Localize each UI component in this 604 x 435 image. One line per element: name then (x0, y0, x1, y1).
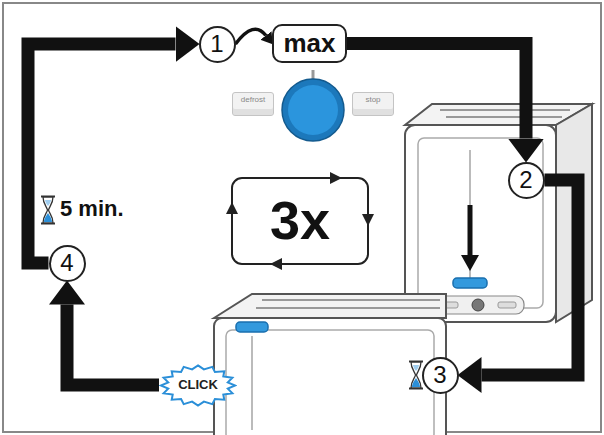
duration-label: 5 min. (60, 197, 124, 221)
step-number: 1 (199, 26, 236, 63)
node-text: max (283, 29, 335, 58)
duration-label-text: 5 min. (60, 197, 124, 221)
node-text: 3 (433, 362, 446, 388)
step-number: 4 (49, 245, 86, 282)
flow-arrow (482, 180, 579, 375)
repeat-count-text: 3x (270, 191, 330, 250)
node-text: defrost (241, 96, 265, 105)
repeat-count: 3x (270, 191, 330, 250)
toaster-button: defrost (232, 92, 274, 116)
toaster-lever-down (405, 104, 592, 322)
step-number: 3 (422, 357, 459, 394)
node-text: 1 (210, 31, 223, 57)
repeat-loop (226, 172, 374, 270)
timer-knob (282, 70, 344, 141)
node-text: stop (365, 96, 380, 105)
step-number: 2 (508, 162, 545, 199)
toaster-button: stop (352, 92, 394, 116)
hourglass-icon (409, 362, 423, 389)
node-text: 4 (60, 250, 73, 276)
flow-arrow (236, 29, 266, 44)
node-text: 2 (519, 167, 532, 193)
hourglass-icon (41, 197, 55, 224)
setting-box: max (272, 24, 347, 63)
flow-arrow (67, 305, 159, 386)
flow-arrow (347, 44, 526, 139)
toaster-lever-up (214, 294, 446, 435)
node-text: CLICK (178, 378, 218, 392)
click-burst: CLICK (159, 364, 237, 407)
flow-arrow (28, 44, 176, 263)
